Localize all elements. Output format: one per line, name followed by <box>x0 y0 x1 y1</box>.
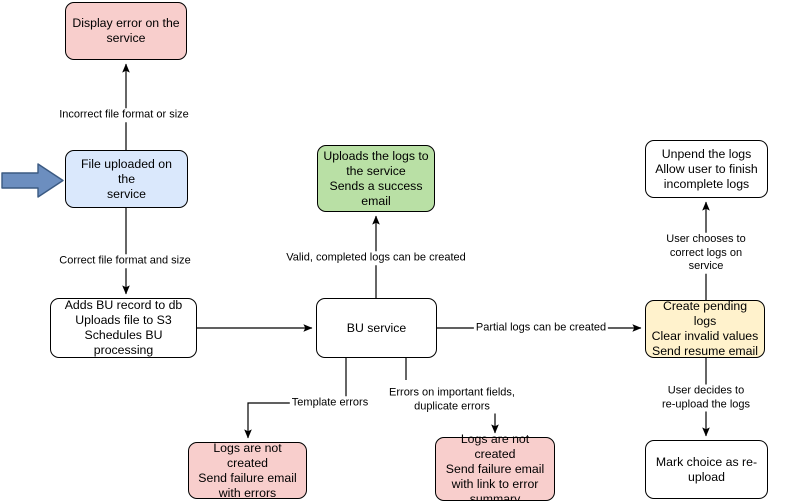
node-logs-not-created-error-summary[interactable]: Logs are not created Send failure email … <box>435 432 555 501</box>
edge-label-incorrect-file-format: Incorrect file format or size <box>57 108 191 122</box>
edge-label-partial-logs: Partial logs can be created <box>473 321 609 335</box>
node-adds-bu-record[interactable]: Adds BU record to db Uploads file to S3 … <box>50 298 197 358</box>
node-mark-choice-as-reupload[interactable]: Mark choice as re- upload <box>645 440 768 499</box>
node-bu-service[interactable]: BU service <box>316 298 437 358</box>
start-arrow-icon <box>1 163 64 198</box>
edge-bu-service-to-logs-not-created-template <box>244 358 347 439</box>
node-uploads-the-logs[interactable]: Uploads the logs to the service Sends a … <box>317 145 435 212</box>
edge-label-template-errors: Template errors <box>289 396 371 410</box>
edge-label-valid-completed-logs: Valid, completed logs can be created <box>284 251 468 265</box>
edge-label-user-chooses-to-correct: User chooses to correct logs on service <box>658 232 754 274</box>
edge-label-correct-file-format: Correct file format and size <box>57 254 193 268</box>
edge-label-errors-on-important-fields: Errors on important fields, duplicate er… <box>387 386 517 414</box>
node-create-pending-logs[interactable]: Create pending logs Clear invalid values… <box>645 299 765 358</box>
edge-label-user-decides-to-reupload: User decides to re-upload the logs <box>658 384 754 412</box>
node-display-error[interactable]: Display error on the service <box>65 2 187 60</box>
edge-bu-service-to-logs-not-created-link <box>405 358 499 434</box>
node-file-uploaded-on-the-service[interactable]: File uploaded on the service <box>65 150 188 208</box>
node-unpend-the-logs[interactable]: Unpend the logs Allow user to finish inc… <box>645 140 768 198</box>
node-logs-not-created-template-errors[interactable]: Logs are not created Send failure email … <box>188 441 307 500</box>
